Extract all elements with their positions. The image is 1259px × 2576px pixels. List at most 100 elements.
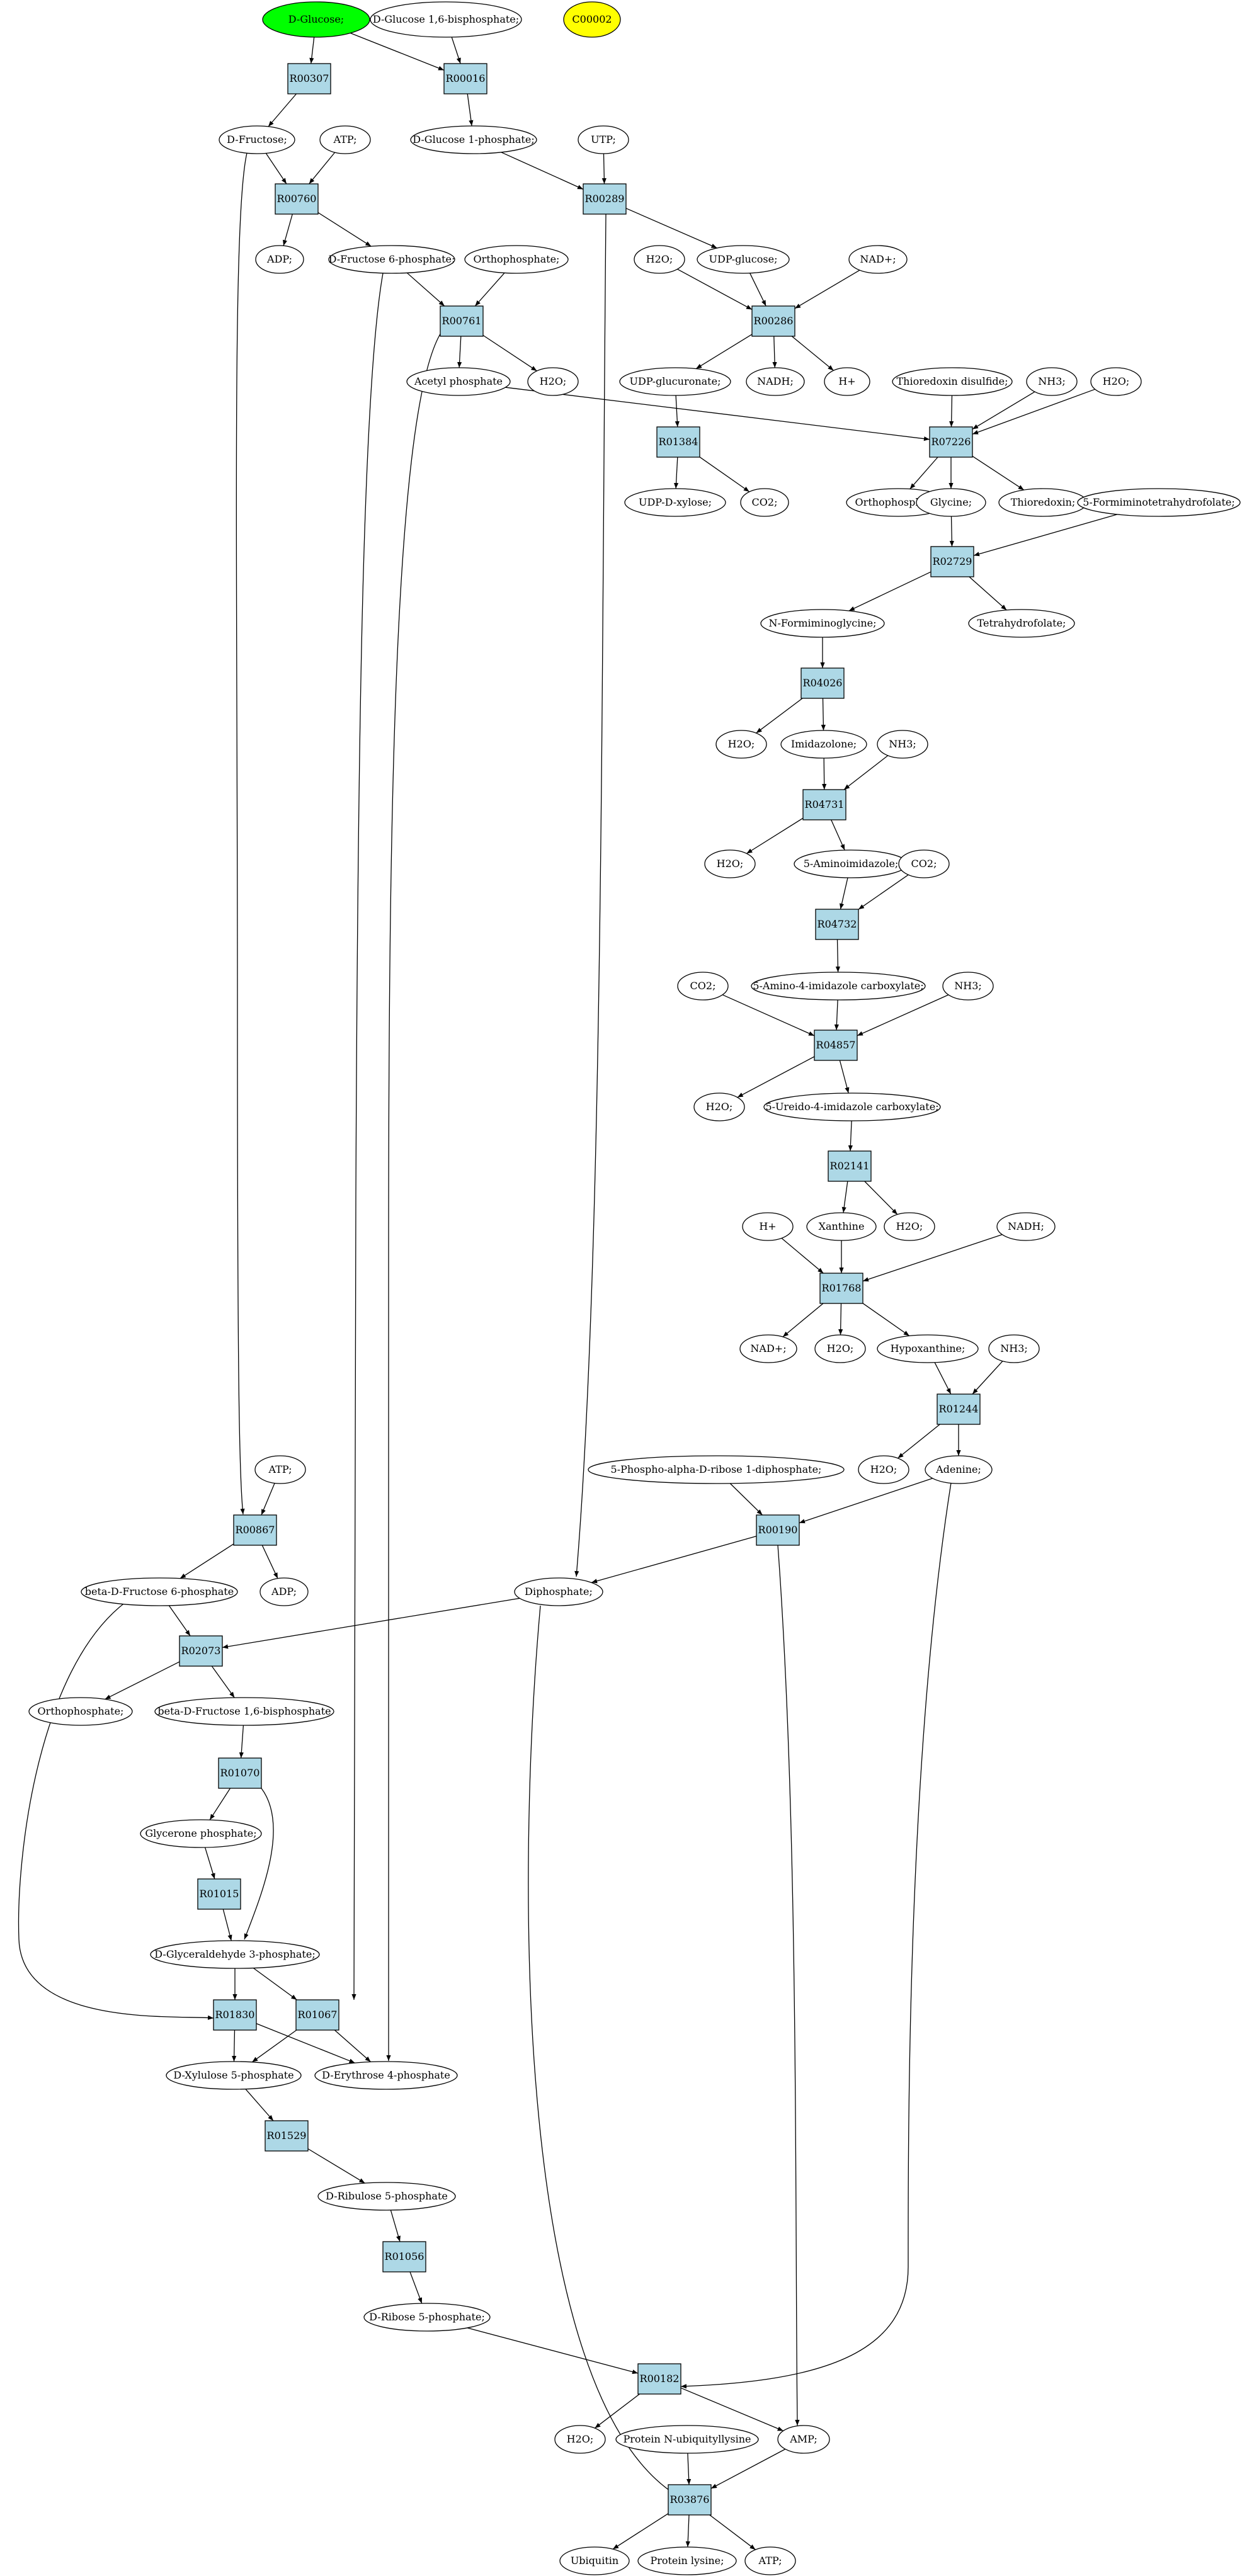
reaction-node-R01015[interactable]: R01015 <box>197 1878 241 1910</box>
reaction-node-R02073[interactable]: R02073 <box>179 1635 223 1667</box>
reaction-node-R04731[interactable]: R04731 <box>802 789 846 820</box>
reaction-node-R02141[interactable]: R02141 <box>828 1150 872 1182</box>
compound-node-nh3_a[interactable]: NH3; <box>1026 367 1078 396</box>
reaction-node-R00190[interactable]: R00190 <box>756 1514 800 1546</box>
compound-node-dhap[interactable]: Glycerone phosphate; <box>140 1819 262 1848</box>
reaction-node-R00286[interactable]: R00286 <box>751 305 795 337</box>
compound-node-h2o_c[interactable]: H2O; <box>1090 367 1142 396</box>
reaction-node-R00182[interactable]: R00182 <box>637 2363 681 2395</box>
compound-node-nh3_b[interactable]: NH3; <box>877 730 928 759</box>
compound-node-hplus2[interactable]: H+ <box>742 1212 794 1241</box>
reaction-node-R04857[interactable]: R04857 <box>814 1030 858 1061</box>
reaction-node-R01070[interactable]: R01070 <box>218 1757 262 1789</box>
compound-node-ru5p[interactable]: D-Ribulose 5-phosphate <box>317 2182 456 2211</box>
compound-node-nadh1[interactable]: NADH; <box>746 367 805 396</box>
compound-node-hplus1[interactable]: H+ <box>824 367 870 396</box>
reaction-node-R00289[interactable]: R00289 <box>583 183 627 215</box>
reaction-node-R00867[interactable]: R00867 <box>233 1514 277 1546</box>
compound-node-udpxyl[interactable]: UDP-D-xylose; <box>624 488 726 517</box>
compound-node-h2o_j[interactable]: H2O; <box>554 2425 606 2454</box>
reaction-node-R01529[interactable]: R01529 <box>265 2120 309 2152</box>
compound-node-h2o_e[interactable]: H2O; <box>704 849 756 878</box>
compound-node-nh3_d[interactable]: NH3; <box>988 1334 1040 1363</box>
compound-node-ortho1[interactable]: Orthophosphate; <box>464 245 569 274</box>
reaction-node-R01067[interactable]: R01067 <box>295 1999 339 2031</box>
edge-pnul-to-R03876 <box>686 2453 692 2485</box>
compound-node-h2o_b[interactable]: H2O; <box>527 367 579 396</box>
compound-node-bf16bp[interactable]: beta-D-Fructose 1,6-bisphosphate <box>154 1697 334 1726</box>
compound-node-amp[interactable]: AMP; <box>777 2425 830 2454</box>
compound-node-e4p[interactable]: D-Erythrose 4-phosphate <box>314 2061 458 2090</box>
compound-node-g3p[interactable]: D-Glyceraldehyde 3-phosphate; <box>150 1940 320 1969</box>
compound-node-plys[interactable]: Protein lysine; <box>637 2546 737 2575</box>
compound-node-atp2[interactable]: ATP; <box>254 1455 306 1484</box>
reaction-node-R01830[interactable]: R01830 <box>213 1999 257 2031</box>
compound-node-ppi[interactable]: Diphosphate; <box>514 1577 603 1606</box>
compound-node-thf[interactable]: Tetrahydrofolate; <box>968 609 1075 638</box>
compound-node-h2o_g[interactable]: H2O; <box>884 1212 935 1241</box>
reaction-node-R01768[interactable]: R01768 <box>819 1273 863 1304</box>
compound-node-c00002[interactable]: C00002 <box>563 1 621 38</box>
compound-node-atp3[interactable]: ATP; <box>744 2546 796 2575</box>
compound-node-hyp[interactable]: Hypoxanthine; <box>877 1334 979 1363</box>
compound-node-co2_b[interactable]: CO2; <box>898 849 950 878</box>
compound-node-fru[interactable]: D-Fructose; <box>219 125 295 154</box>
reaction-node-R00761[interactable]: R00761 <box>440 305 484 337</box>
compound-node-acp[interactable]: Acetyl phosphate <box>406 367 511 396</box>
compound-node-uic[interactable]: 5-Ureido-4-imidazole carboxylate; <box>763 1092 941 1121</box>
reaction-node-R01056[interactable]: R01056 <box>382 2241 426 2272</box>
node-label: H2O; <box>706 1101 733 1113</box>
compound-node-udpglc[interactable]: UDP-glucose; <box>697 245 790 274</box>
compound-node-nadh2[interactable]: NADH; <box>996 1212 1056 1241</box>
reaction-node-R00760[interactable]: R00760 <box>275 183 319 215</box>
compound-node-xan[interactable]: Xanthine <box>806 1212 877 1241</box>
compound-node-glc[interactable]: D-Glucose; <box>262 1 370 38</box>
compound-node-nh3_c[interactable]: NH3; <box>942 972 994 1001</box>
compound-node-h2o_a[interactable]: H2O; <box>634 245 685 274</box>
compound-node-ubq[interactable]: Ubiquitin <box>559 2546 630 2575</box>
compound-node-adp2[interactable]: ADP; <box>259 1577 309 1606</box>
compound-node-imid[interactable]: Imidazolone; <box>780 730 867 759</box>
compound-node-trxss[interactable]: Thioredoxin disulfide; <box>892 367 1013 396</box>
compound-node-nfig[interactable]: N-Formiminoglycine; <box>760 609 885 638</box>
reaction-node-R04732[interactable]: R04732 <box>815 909 859 940</box>
compound-node-glc16bp[interactable]: D-Glucose 1,6-bisphosphate; <box>370 1 522 38</box>
compound-ellipse <box>877 730 928 759</box>
compound-node-f6p[interactable]: D-Fructose 6-phosphate; <box>328 245 455 274</box>
compound-node-atp1[interactable]: ATP; <box>319 125 371 154</box>
compound-node-xu5p[interactable]: D-Xylulose 5-phosphate <box>166 2061 302 2090</box>
compound-node-pnul[interactable]: Protein N-ubiquityllysine <box>615 2425 759 2454</box>
reaction-node-R01244[interactable]: R01244 <box>937 1393 981 1425</box>
reaction-node-R02729[interactable]: R02729 <box>930 546 974 577</box>
compound-node-gly[interactable]: Glycine; <box>916 488 986 517</box>
compound-node-h2o_d[interactable]: H2O; <box>715 730 767 759</box>
compound-node-udpgca[interactable]: UDP-glucuronate; <box>619 367 731 396</box>
reaction-node-R00307[interactable]: R00307 <box>287 63 331 94</box>
compound-node-nad1[interactable]: NAD+; <box>848 245 908 274</box>
compound-node-aic[interactable]: 5-Amino-4-imidazole carboxylate; <box>751 972 926 1001</box>
reaction-box <box>265 2120 309 2152</box>
compound-node-ortho3[interactable]: Orthophosphate; <box>28 1697 133 1726</box>
reaction-node-R01384[interactable]: R01384 <box>656 426 700 458</box>
reaction-node-R04026[interactable]: R04026 <box>800 667 845 699</box>
reaction-node-R07226[interactable]: R07226 <box>929 426 973 458</box>
reaction-node-R00016[interactable]: R00016 <box>443 63 487 94</box>
compound-node-utp[interactable]: UTP; <box>578 125 629 154</box>
reaction-node-R03876[interactable]: R03876 <box>668 2484 712 2516</box>
compound-node-ade[interactable]: Adenine; <box>925 1455 993 1484</box>
compound-node-nad2[interactable]: NAD+; <box>739 1334 797 1363</box>
node-label: H2O; <box>646 253 673 265</box>
compound-node-h2o_f[interactable]: H2O; <box>693 1092 745 1121</box>
compound-node-h2o_h[interactable]: H2O; <box>814 1334 866 1363</box>
compound-node-adp1[interactable]: ADP; <box>255 245 304 274</box>
compound-node-fthf[interactable]: 5-Formiminotetrahydrofolate; <box>1077 488 1241 517</box>
compound-node-bf6p[interactable]: beta-D-Fructose 6-phosphate <box>81 1577 238 1606</box>
compound-node-aminoimid[interactable]: 5-Aminoimidazole; <box>794 849 908 878</box>
compound-node-h2o_i[interactable]: H2O; <box>858 1455 909 1484</box>
compound-node-co2_a[interactable]: CO2; <box>740 488 789 517</box>
compound-node-trx[interactable]: Thioredoxin; <box>998 488 1088 517</box>
compound-node-r5p[interactable]: D-Ribose 5-phosphate; <box>363 2303 491 2332</box>
compound-node-g1p[interactable]: D-Glucose 1-phosphate; <box>410 125 537 154</box>
compound-node-prpp[interactable]: 5-Phospho-alpha-D-ribose 1-diphosphate; <box>588 1455 845 1484</box>
compound-node-co2_c[interactable]: CO2; <box>677 972 729 1001</box>
